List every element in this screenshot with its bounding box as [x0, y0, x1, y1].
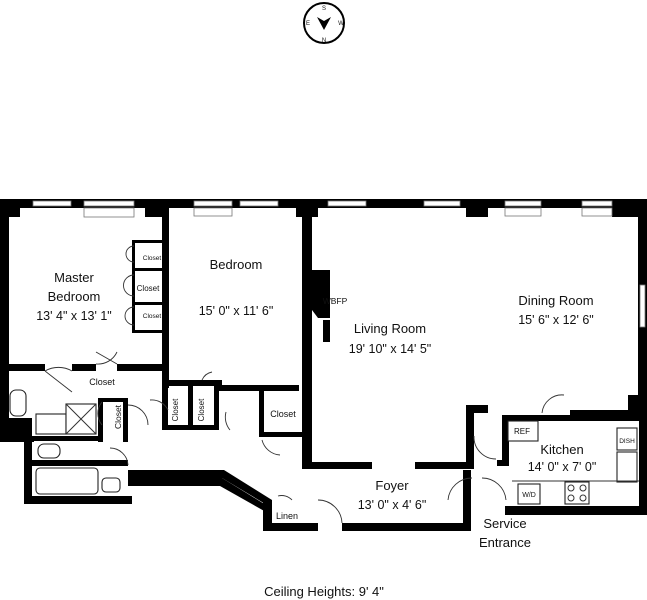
closet-label-5: Closet	[113, 404, 123, 429]
bedroom-dims: 15' 0" x 11' 6"	[199, 304, 274, 318]
service-entrance-line2: Entrance	[479, 535, 531, 550]
closet-label-8: Closet	[270, 409, 296, 419]
closet-label-7: Closet	[197, 398, 206, 421]
wd-label: W/D	[522, 492, 536, 499]
closet-label-6: Closet	[171, 398, 180, 421]
small-labels: WBFP Closet Closet Closet Closet Closet …	[89, 255, 635, 550]
dishwasher-icon	[616, 427, 638, 451]
compass-n-label: N	[322, 38, 326, 44]
refrigerator-icon	[507, 420, 539, 442]
foyer-name: Foyer	[375, 478, 409, 493]
vanity-sink-icon	[35, 413, 67, 435]
living-room-dims: 19' 10" x 14' 5"	[349, 342, 431, 356]
master-bedroom-dims: 13' 4" x 13' 1"	[36, 309, 112, 323]
kitchen-dims: 14' 0" x 7' 0"	[528, 460, 597, 474]
compass-arrow-icon	[317, 17, 331, 30]
foyer-dims: 13' 0" x 4' 6"	[358, 498, 427, 512]
ceiling-heights-note: Ceiling Heights: 9' 4"	[264, 584, 384, 599]
compass-e-label: E	[306, 21, 310, 27]
ref-label: REF	[514, 427, 530, 436]
compass: S N E W	[303, 2, 345, 44]
washer-dryer-icon	[517, 483, 541, 505]
master-bedroom-name-line1: Master	[54, 270, 94, 285]
toilet-2-icon	[37, 443, 61, 459]
closet-label-4: Closet	[89, 377, 115, 387]
exterior-walls	[0, 199, 647, 531]
closet-label-2: Closet	[137, 284, 160, 293]
room-labels: Master Bedroom 13' 4" x 13' 1" Bedroom 1…	[36, 257, 596, 512]
closet-label-1: Closet	[143, 255, 162, 262]
toilet-icon	[9, 389, 27, 417]
bath-sink-icon	[101, 477, 121, 493]
kitchen-sink-icon	[616, 451, 638, 483]
fixtures	[9, 389, 639, 505]
compass-w-label: W	[338, 21, 344, 27]
master-bedroom-name-line2: Bedroom	[48, 289, 101, 304]
bedroom-name: Bedroom	[210, 257, 263, 272]
dining-room-name: Dining Room	[518, 293, 593, 308]
living-room-name: Living Room	[354, 321, 426, 336]
compass-s-label: S	[322, 6, 326, 12]
dish-label: DISH	[619, 438, 635, 445]
wbfp-label: WBFP	[323, 296, 348, 306]
stove-icon	[564, 481, 590, 505]
windows	[32, 200, 646, 328]
dining-room-dims: 15' 6" x 12' 6"	[518, 313, 594, 327]
closet-label-3: Closet	[143, 313, 162, 320]
interior-walls	[0, 208, 639, 469]
kitchen-name: Kitchen	[540, 442, 583, 457]
bathtub-icon	[35, 467, 99, 495]
linen-label: Linen	[276, 511, 298, 521]
service-entrance-line1: Service	[483, 516, 526, 531]
doors	[44, 245, 565, 524]
